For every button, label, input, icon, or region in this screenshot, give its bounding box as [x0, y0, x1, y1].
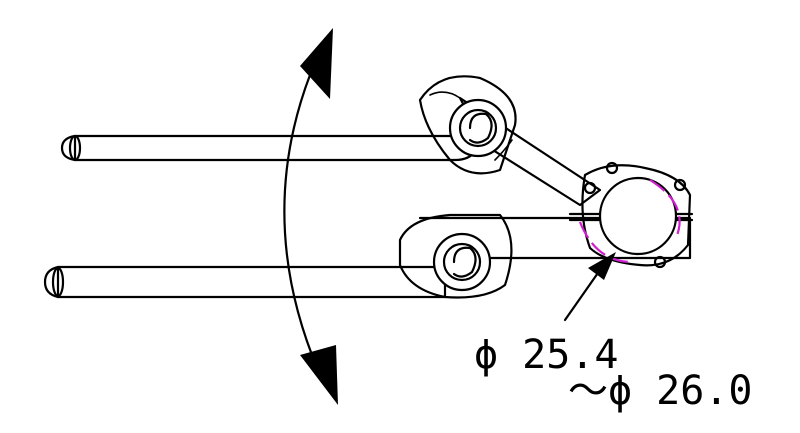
- rotation-arrow: [283, 28, 338, 405]
- leader-arrowhead-icon: [588, 252, 616, 280]
- upper-lever-boss: [448, 98, 508, 158]
- handlebar-section: [598, 176, 678, 256]
- dimension-text-line2: ～ϕ 26.0: [568, 368, 753, 414]
- dimension-text-line1: ϕ 25.4: [474, 332, 619, 378]
- lower-lever-boss: [432, 232, 492, 292]
- lower-lever: [43, 213, 692, 299]
- arrowhead-up-icon: [300, 28, 333, 99]
- upper-lever: [60, 75, 602, 207]
- arrowhead-down-icon: [300, 345, 338, 405]
- dimension-leader: [563, 252, 616, 322]
- diameter-highlight: [578, 179, 681, 264]
